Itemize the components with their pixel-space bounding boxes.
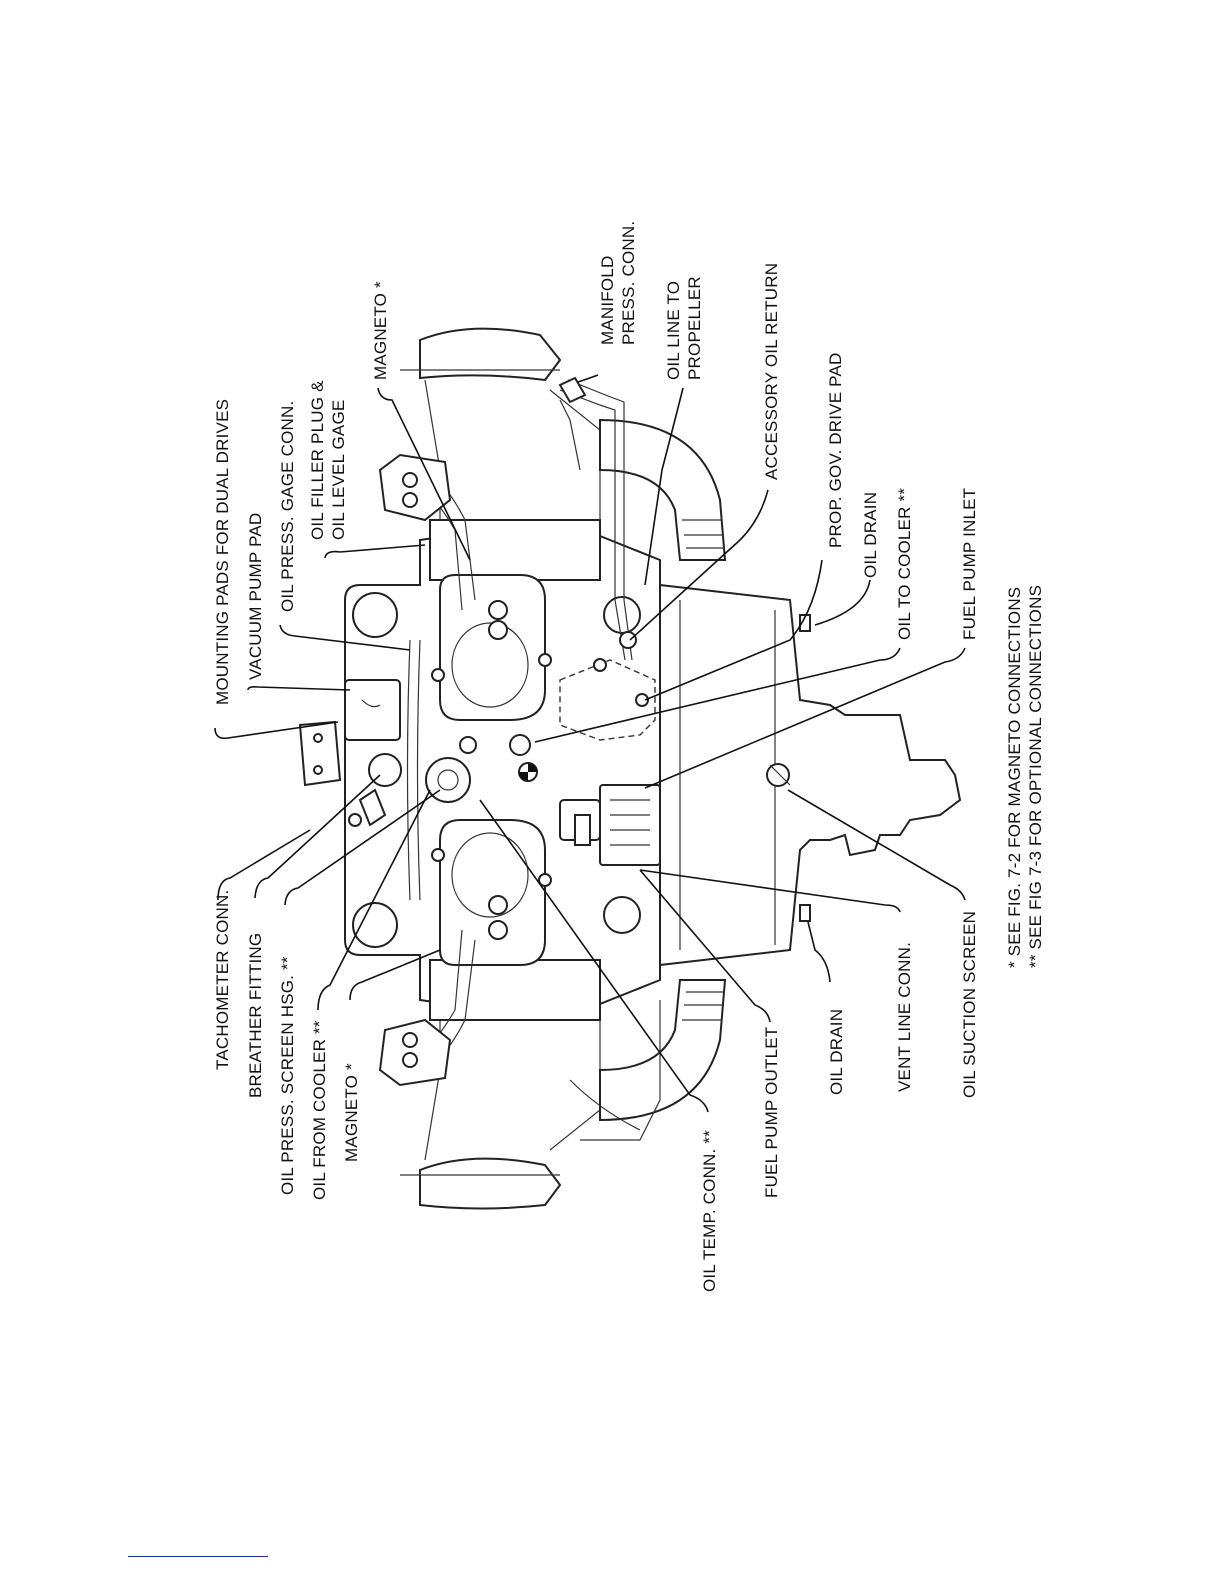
footer-rule bbox=[128, 1556, 268, 1557]
label-oil-press-gage-conn: OIL PRESS. GAGE CONN. bbox=[278, 401, 297, 612]
oil-drain-top-fitting bbox=[799, 614, 811, 632]
mounting-pad-bottom bbox=[378, 1018, 452, 1087]
hose-top bbox=[599, 418, 727, 561]
note-optional-connections: ** SEE FIG 7-3 FOR OPTIONAL CONNECTIONS bbox=[1026, 585, 1045, 968]
intake-tube-top bbox=[419, 327, 562, 382]
cylinder-block-bottom bbox=[429, 959, 601, 1021]
label-vacuum-pump-pad: VACUUM PUMP PAD bbox=[246, 513, 265, 680]
label-oil-drain-top: OIL DRAIN bbox=[861, 492, 880, 578]
note-magneto-connections: * SEE FIG. 7-2 FOR MAGNETO CONNECTIONS bbox=[1005, 587, 1024, 968]
fuel-pump bbox=[599, 784, 661, 866]
label-oil-line-prop-line1: OIL LINE TO bbox=[664, 281, 683, 380]
label-accessory-oil-return: ACCESSORY OIL RETURN bbox=[762, 263, 781, 480]
label-manifold-press-line1: MANIFOLD bbox=[598, 256, 617, 345]
tachometer-bracket bbox=[298, 720, 342, 787]
hose-bottom bbox=[599, 979, 727, 1122]
label-oil-filler-plug-line1: OIL FILLER PLUG & bbox=[308, 380, 327, 540]
label-oil-drain-bottom: OIL DRAIN bbox=[827, 1009, 846, 1095]
magneto-bottom-housing bbox=[439, 819, 546, 966]
label-vent-line-conn: VENT LINE CONN. bbox=[895, 942, 914, 1092]
label-manifold-press-line2: PRESS. CONN. bbox=[619, 221, 638, 345]
oil-press-screen-housing bbox=[425, 757, 471, 803]
label-oil-line-prop-line2: PROPELLER bbox=[685, 276, 704, 380]
label-breather-fitting: BREATHER FITTING bbox=[246, 933, 265, 1098]
prop-gov-pad-outline bbox=[559, 659, 656, 741]
label-oil-press-screen: OIL PRESS. SCREEN HSG. ** bbox=[278, 956, 297, 1195]
oil-sump bbox=[659, 583, 962, 967]
label-fuel-pump-outlet: FUEL PUMP OUTLET bbox=[762, 1027, 781, 1198]
label-oil-suction-screen: OIL SUCTION SCREEN bbox=[960, 911, 979, 1098]
label-oil-to-cooler: OIL TO COOLER ** bbox=[895, 488, 914, 640]
crankcase bbox=[344, 518, 661, 1022]
leader-lines bbox=[214, 374, 966, 1113]
label-prop-gov-drive-pad: PROP. GOV. DRIVE PAD bbox=[826, 353, 845, 548]
label-oil-from-cooler: OIL FROM COOLER ** bbox=[310, 1020, 329, 1200]
mounting-pad-top bbox=[378, 453, 452, 522]
oil-drain-bottom-fitting bbox=[799, 904, 811, 922]
magneto-top-housing bbox=[439, 574, 546, 721]
label-magneto-bottom: MAGNETO * bbox=[342, 1063, 361, 1162]
oil-filler-plug-part bbox=[766, 763, 790, 787]
labels: MOUNTING PADS FOR DUAL DRIVES VACUUM PUM… bbox=[213, 221, 1045, 1292]
label-fuel-pump-inlet: FUEL PUMP INLET bbox=[960, 488, 979, 640]
label-oil-filler-plug-line2: OIL LEVEL GAGE bbox=[329, 400, 348, 540]
label-mounting-pads: MOUNTING PADS FOR DUAL DRIVES bbox=[213, 399, 232, 705]
engine-drawing bbox=[298, 327, 962, 1210]
label-magneto-top: MAGNETO * bbox=[371, 281, 390, 380]
intake-tube-bottom bbox=[419, 1157, 562, 1210]
vacuum-pump-pad bbox=[344, 679, 401, 741]
manifold-press-fitting bbox=[558, 376, 587, 404]
label-tachometer-conn: TACHOMETER CONN. bbox=[213, 890, 232, 1070]
label-oil-temp-conn: OIL TEMP. CONN. ** bbox=[700, 1130, 719, 1292]
case-lobe-bottom bbox=[352, 902, 398, 948]
case-lobe-top bbox=[352, 592, 398, 638]
